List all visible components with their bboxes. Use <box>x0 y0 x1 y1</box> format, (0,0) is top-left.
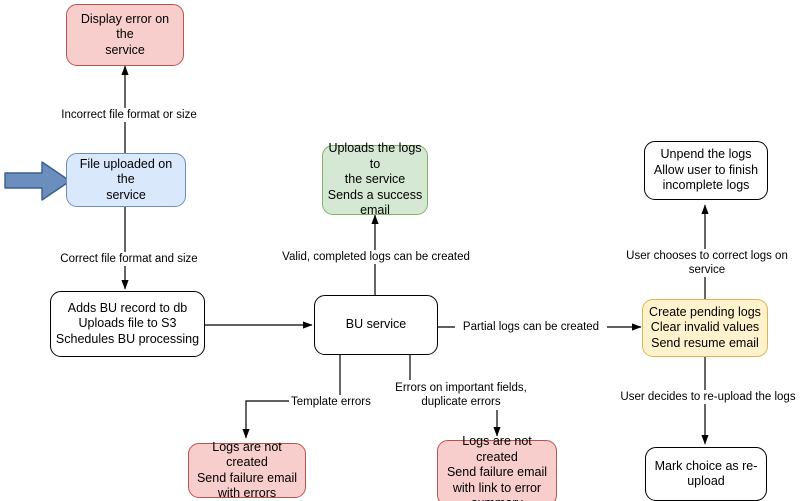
node-create-pending-logs[interactable]: Create pending logs Clear invalid values… <box>642 299 768 357</box>
edge-label-valid-completed-logs: Valid, completed logs can be created <box>278 250 474 264</box>
node-adds-bu-record[interactable]: Adds BU record to db Uploads file to S3 … <box>50 291 205 357</box>
edge-label-template-errors: Template errors <box>289 395 389 409</box>
edge-label-errors-on-important-fields: Errors on important fields, duplicate er… <box>392 381 530 409</box>
edge-label-user-decides-reupload: User decides to re-upload the logs <box>618 390 798 404</box>
node-unpend-logs[interactable]: Unpend the logs Allow user to finish inc… <box>644 141 768 200</box>
node-mark-choice-as-reupload[interactable]: Mark choice as re- upload <box>645 447 767 501</box>
edge-label-user-corrects-logs: User chooses to correct logs on service <box>608 249 801 277</box>
node-file-uploaded-on-service[interactable]: File uploaded on the service <box>66 153 186 207</box>
node-logs-not-created-error-summary[interactable]: Logs are not created Send failure email … <box>437 434 557 501</box>
edge-label-incorrect-file-format: Incorrect file format or size <box>57 108 201 122</box>
node-bu-service[interactable]: BU service <box>314 295 438 355</box>
node-uploads-logs-success[interactable]: Uploads the logs to the service Sends a … <box>322 141 428 217</box>
start-block-arrow <box>4 161 71 201</box>
node-display-error[interactable]: Display error on the service <box>66 4 184 66</box>
edge-label-partial-logs: Partial logs can be created <box>455 320 607 334</box>
edge-label-correct-file-format: Correct file format and size <box>57 252 201 266</box>
node-logs-not-created-with-errors[interactable]: Logs are not created Send failure email … <box>188 440 306 500</box>
